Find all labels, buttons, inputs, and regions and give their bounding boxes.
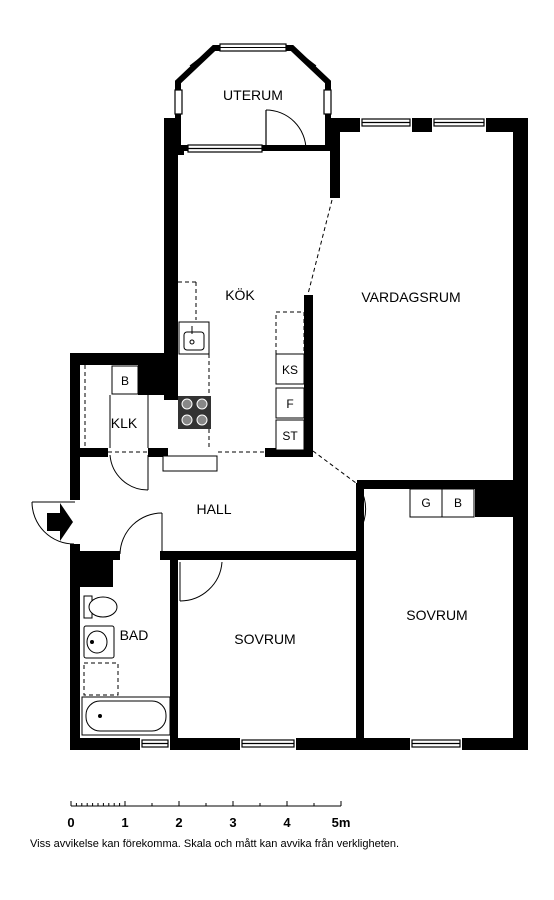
room-label-sovrum-left: SOVRUM: [234, 631, 295, 647]
entrance-arrow-icon: [47, 503, 73, 541]
room-label-uterum: UTERUM: [223, 87, 283, 103]
fixture-label-st: ST: [282, 429, 298, 443]
room-label-sovrum-right: SOVRUM: [406, 607, 467, 623]
toilet-icon: [83, 595, 118, 619]
kitchen-cabinets: [275, 311, 305, 451]
scale-tick-0: 0: [67, 815, 74, 830]
fixture-label-b-sovrum: B: [454, 496, 462, 510]
scale-tick-5: 5m: [332, 815, 351, 830]
sovrum-door: [179, 561, 223, 602]
wardrobe-cabinets: [409, 488, 475, 518]
room-label-vardagsrum: VARDAGSRUM: [361, 289, 460, 305]
scale-tick-4: 4: [283, 815, 291, 830]
fixture-label-f: F: [286, 397, 293, 411]
scale-tick-1: 1: [121, 815, 128, 830]
hall-shelf: [162, 455, 218, 472]
bad-door: [119, 512, 163, 555]
fixture-label-b-klk: B: [121, 374, 129, 388]
hall-door-right: [359, 487, 367, 531]
stove-icon: [178, 396, 211, 429]
room-label-klk: KLK: [111, 415, 138, 431]
entrance-door: [31, 501, 75, 545]
uterum-bay: [174, 43, 332, 151]
kitchen-counter: [178, 281, 210, 396]
fixture-label-ks: KS: [282, 363, 298, 377]
klk-door: [109, 454, 149, 491]
scale-tick-3: 3: [229, 815, 236, 830]
dashed-openings: [108, 199, 361, 487]
scale-tick-2: 2: [175, 815, 182, 830]
room-label-hall: HALL: [196, 501, 231, 517]
klk-cabinet: [111, 365, 139, 395]
scale-bar: [70, 801, 342, 807]
room-label-kok: KÖK: [225, 286, 255, 303]
room-label-bad: BAD: [120, 627, 149, 643]
bathtub-icon: [81, 696, 171, 736]
fixture-label-g: G: [421, 496, 430, 510]
sink-icon: [83, 625, 115, 659]
disclaimer-text: Viss avvikelse kan förekomma. Skala och …: [30, 838, 400, 850]
windows: [141, 118, 485, 748]
shower-area: [83, 662, 119, 696]
